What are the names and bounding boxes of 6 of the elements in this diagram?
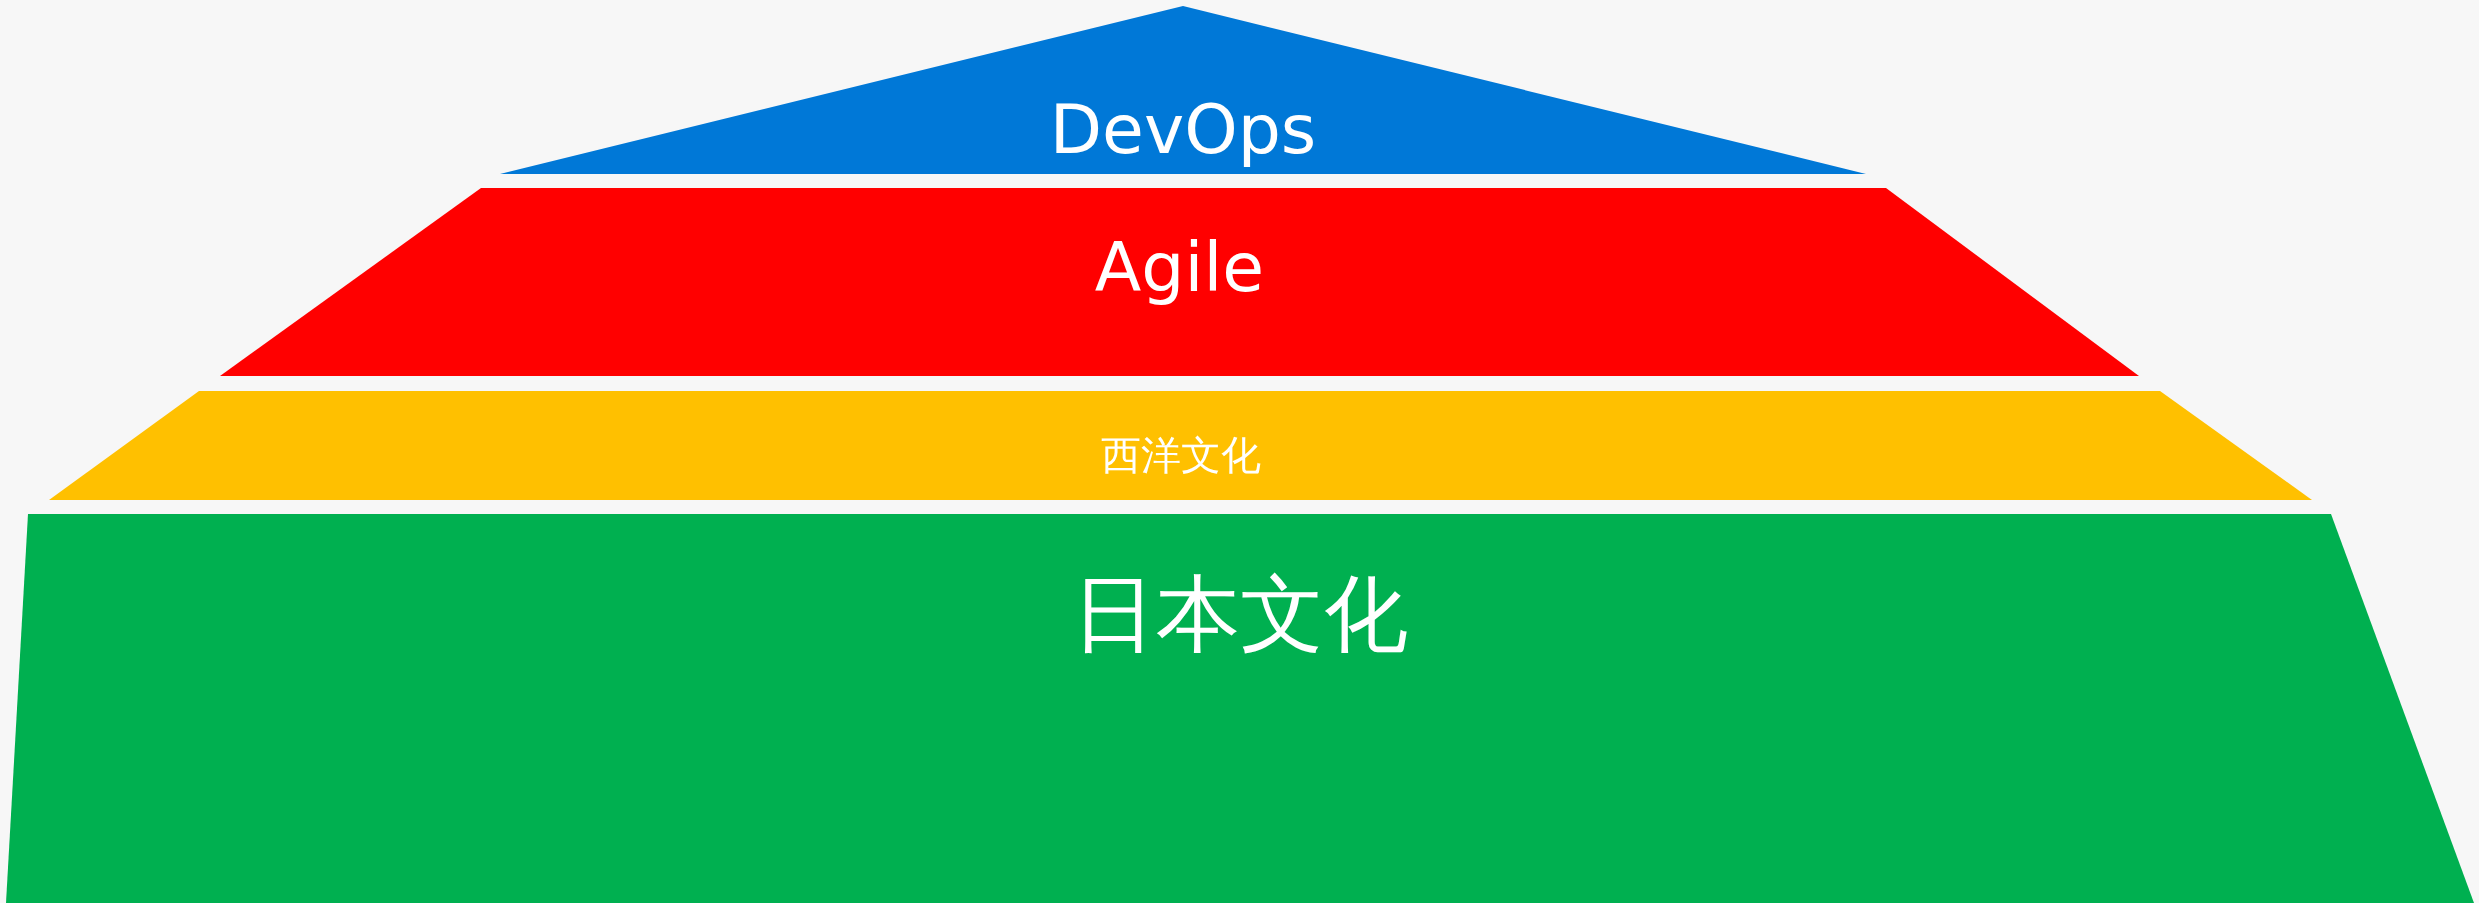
pyramid-layer [220, 188, 2139, 376]
pyramid-layer [500, 6, 1866, 174]
layer-label: 日本文化 [1071, 572, 1409, 656]
pyramid-layer [6, 514, 2474, 903]
pyramid-layer [49, 391, 2312, 500]
layer-label: 西洋文化 [1099, 435, 1262, 475]
